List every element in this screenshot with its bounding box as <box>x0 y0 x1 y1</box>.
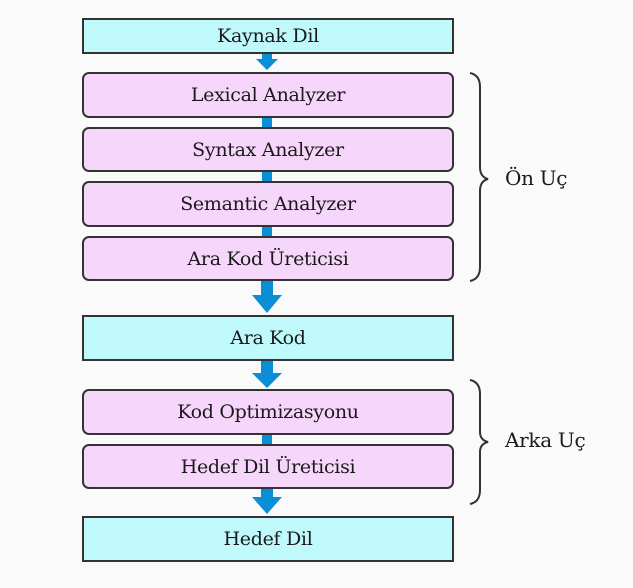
node-label: Hedef Dil Üreticisi <box>180 455 356 478</box>
node-label: Ara Kod <box>230 327 306 349</box>
brace-front-end-icon <box>469 72 489 282</box>
connector-syntax-semantic <box>262 172 272 181</box>
node-source: Kaynak Dil <box>82 18 454 54</box>
node-label: Syntax Analyzer <box>192 138 344 161</box>
arrow-codegen-target <box>252 489 282 514</box>
node-lexical-analyzer: Lexical Analyzer <box>82 72 454 118</box>
node-target-code-generator: Hedef Dil Üreticisi <box>82 444 454 489</box>
node-target: Hedef Dil <box>82 516 454 562</box>
node-label: Lexical Analyzer <box>190 84 346 106</box>
node-label: Semantic Analyzer <box>180 193 356 215</box>
arrow-source-lexical <box>256 54 278 70</box>
node-label: Kaynak Dil <box>217 25 319 47</box>
group-label-back-end: Arka Uç <box>505 428 586 452</box>
node-intermediate-code: Ara Kod <box>82 315 454 361</box>
node-label: Kod Optimizasyonu <box>177 401 359 423</box>
connector-lexical-syntax <box>262 118 272 127</box>
arrow-icg-ir <box>252 281 282 313</box>
brace-back-end-icon <box>469 379 489 505</box>
node-intermediate-code-generator: Ara Kod Üreticisi <box>82 236 454 281</box>
node-semantic-analyzer: Semantic Analyzer <box>82 181 454 227</box>
node-code-optimization: Kod Optimizasyonu <box>82 389 454 435</box>
connector-opt-codegen <box>262 435 272 444</box>
connector-semantic-icg <box>262 227 272 236</box>
node-label: Ara Kod Üreticisi <box>187 247 349 270</box>
node-label: Hedef Dil <box>223 528 313 550</box>
arrow-ir-opt <box>252 361 282 388</box>
group-label-front-end: Ön Uç <box>505 166 568 190</box>
node-syntax-analyzer: Syntax Analyzer <box>82 127 454 172</box>
